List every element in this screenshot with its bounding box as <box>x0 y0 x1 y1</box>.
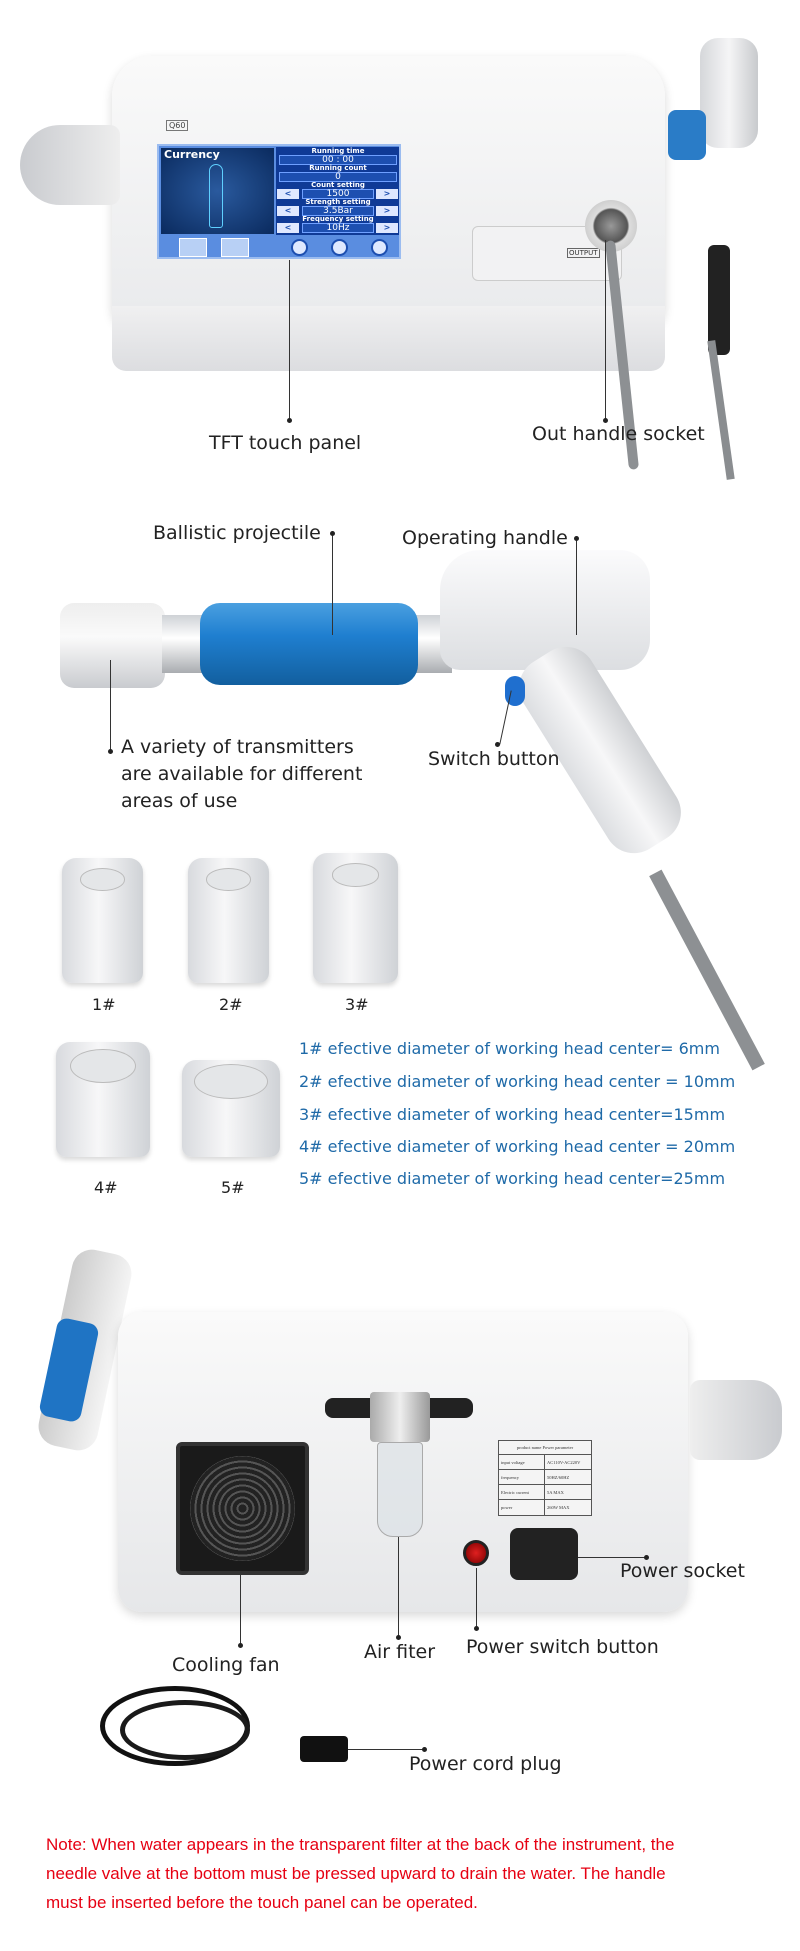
side-holder-left <box>20 125 120 205</box>
screen-title: Currency <box>164 148 220 161</box>
tip-5 <box>182 1060 280 1157</box>
label-power-socket: Power socket <box>620 1560 745 1582</box>
running-count-label: Running count <box>309 164 367 172</box>
running-count: 0 <box>279 172 397 182</box>
tip-label-3: 3# <box>345 995 369 1014</box>
output-label: OUTPUT <box>567 248 600 258</box>
label-cooling-fan: Cooling fan <box>172 1654 280 1676</box>
count-setting: 1500 <box>302 189 374 199</box>
play-button[interactable] <box>371 239 388 256</box>
label-tft-touch-panel: TFT touch panel <box>209 432 362 454</box>
power-socket <box>510 1528 578 1580</box>
start-stop-button[interactable] <box>291 239 308 256</box>
label-operating-handle: Operating handle <box>402 527 568 549</box>
plate-cell: 5A MAX <box>547 1490 564 1495</box>
tft-touch-panel[interactable]: Currency Running time 00 : 00 Running co… <box>157 144 401 259</box>
body-figure-icon <box>209 164 223 228</box>
spec-line-4: 4# efective diameter of working head cen… <box>299 1137 736 1156</box>
power-parameter-plate: product name Power parameter input volta… <box>498 1440 592 1516</box>
tip-label-2: 2# <box>219 995 243 1014</box>
running-time: 00 : 00 <box>279 155 397 165</box>
spec-line-2: 2# efective diameter of working head cen… <box>299 1072 736 1091</box>
running-time-label: Running time <box>311 147 365 155</box>
label-air-filter: Air fiter <box>364 1641 436 1663</box>
label-switch-button: Switch button <box>428 748 560 770</box>
label-power-cord-plug: Power cord plug <box>409 1753 562 1775</box>
label-transmitters-2: are available for different <box>121 763 363 785</box>
tip-select-2[interactable] <box>221 238 249 257</box>
spec-line-1: 1# efective diameter of working head cen… <box>299 1039 720 1058</box>
frequency-decrease[interactable]: < <box>277 223 299 233</box>
label-ballistic-projectile: Ballistic projectile <box>153 522 321 544</box>
tip-4 <box>56 1042 150 1157</box>
plate-cell: 260W MAX <box>547 1505 570 1510</box>
tip-1 <box>62 858 143 983</box>
transmitter-head <box>60 603 165 688</box>
spec-line-5: 5# efective diameter of working head cen… <box>299 1169 726 1188</box>
frequency-setting-label: Frequency setting <box>302 215 374 223</box>
frequency-setting: 10Hz <box>302 223 374 233</box>
strength-decrease[interactable]: < <box>277 206 299 216</box>
plate-cell: 50HZ/60HZ <box>547 1475 570 1480</box>
ballistic-projectile <box>200 603 418 685</box>
plate-cell: Electric current <box>499 1485 545 1499</box>
back-button[interactable] <box>331 239 348 256</box>
note-line-3: must be inserted before the touch panel … <box>46 1893 478 1912</box>
label-transmitters-1: A variety of transmitters <box>121 736 354 758</box>
operating-handle <box>440 550 650 670</box>
label-power-switch-button: Power switch button <box>466 1636 659 1658</box>
strength-increase[interactable]: > <box>376 206 398 216</box>
tip-label-5: 5# <box>221 1178 245 1197</box>
power-plug <box>300 1736 348 1762</box>
plate-cell: input voltage <box>499 1455 545 1469</box>
frequency-increase[interactable]: > <box>376 223 398 233</box>
spec-line-3: 3# efective diameter of working head cen… <box>299 1105 726 1124</box>
label-transmitters-3: areas of use <box>121 790 238 812</box>
note-line-1: Note: When water appears in the transpar… <box>46 1835 675 1854</box>
tip-select-1[interactable] <box>179 238 207 257</box>
tip-3 <box>313 853 398 983</box>
strength-setting-label: Strength setting <box>305 198 371 206</box>
model-badge: Q60 <box>166 120 189 131</box>
air-filter <box>370 1392 430 1442</box>
plate-cell: power <box>499 1500 545 1515</box>
plate-title: product name Power parameter <box>499 1441 591 1455</box>
note-line-2: needle valve at the bottom must be press… <box>46 1864 666 1883</box>
tip-2 <box>188 858 269 983</box>
plate-cell: frequency <box>499 1470 545 1484</box>
count-decrease[interactable]: < <box>277 189 299 199</box>
count-increase[interactable]: > <box>376 189 398 199</box>
cooling-fan <box>176 1442 309 1575</box>
handle-holstered-icon <box>700 38 758 148</box>
tip-label-1: 1# <box>92 995 116 1014</box>
label-out-handle-socket: Out handle socket <box>532 423 705 445</box>
strength-setting: 3.5Bar <box>302 206 374 216</box>
power-switch-button <box>463 1540 489 1566</box>
tip-label-4: 4# <box>94 1178 118 1197</box>
plate-cell: AC110V-AC220V <box>547 1460 581 1465</box>
count-setting-label: Count setting <box>311 181 365 189</box>
